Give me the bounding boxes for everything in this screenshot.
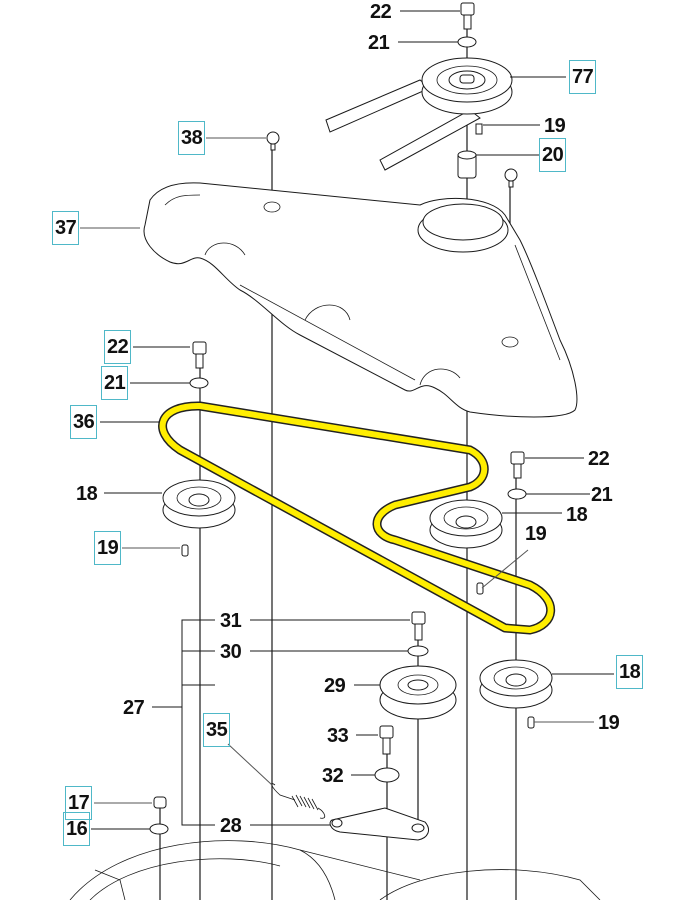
key-19-top — [475, 123, 483, 135]
screw-38-left — [266, 131, 280, 151]
callout-29: 29 — [324, 675, 346, 697]
key-19-right — [527, 716, 535, 729]
callout-20[interactable]: 20 — [539, 138, 567, 172]
callout-17[interactable]: 17 — [65, 786, 93, 820]
bolt-22-left — [192, 341, 207, 369]
callout-27: 27 — [123, 697, 145, 719]
belt-guard-37 — [143, 182, 578, 418]
idler-pulley-29 — [379, 665, 457, 720]
callout-37[interactable]: 37 — [52, 211, 80, 245]
pulley-18-right — [479, 659, 553, 709]
drive-pulley-77 — [421, 57, 513, 115]
pulley-18-center — [429, 499, 503, 549]
callout-36[interactable]: 36 — [70, 405, 98, 439]
callout-35[interactable]: 35 — [203, 713, 231, 747]
key-19-center — [476, 582, 484, 595]
callout-18-center: 18 — [566, 504, 588, 526]
mower-deck — [69, 840, 601, 900]
callout-19-top: 19 — [544, 115, 566, 137]
bolt-22-top — [460, 2, 475, 30]
spacer-20 — [457, 150, 477, 179]
screw-38-right — [504, 168, 518, 188]
washer-30 — [407, 645, 429, 657]
bolt-31 — [411, 611, 426, 641]
washer-21-top — [457, 36, 477, 48]
callout-28: 28 — [220, 815, 242, 837]
callout-19-right: 19 — [598, 712, 620, 734]
callout-32: 32 — [322, 765, 344, 787]
callout-31: 31 — [220, 610, 242, 632]
callout-38[interactable]: 38 — [178, 121, 206, 155]
v-belt-36 — [158, 401, 556, 635]
callout-33: 33 — [327, 725, 349, 747]
callout-77[interactable]: 77 — [569, 60, 597, 94]
callout-22-right: 22 — [588, 448, 610, 470]
bolt-33 — [379, 725, 394, 755]
drive-belt — [325, 79, 481, 171]
spring-35 — [270, 783, 326, 819]
washer-32 — [374, 767, 400, 783]
callout-19-center: 19 — [525, 523, 547, 545]
leader-lines — [80, 10, 614, 830]
callout-18-right[interactable]: 18 — [616, 655, 644, 689]
idler-arm-28 — [329, 807, 429, 841]
nut-17 — [153, 796, 167, 809]
callout-18-left: 18 — [76, 483, 98, 505]
callout-21-top: 21 — [368, 32, 390, 54]
callout-21-left[interactable]: 21 — [101, 366, 129, 400]
bolt-22-right — [510, 451, 525, 479]
callout-30: 30 — [220, 641, 242, 663]
callout-22-left[interactable]: 22 — [104, 330, 132, 364]
washer-16 — [149, 823, 169, 835]
callout-21-right: 21 — [591, 484, 613, 506]
callout-16[interactable]: 16 — [63, 812, 91, 846]
callout-19-left[interactable]: 19 — [94, 531, 122, 565]
washer-21-right — [507, 488, 527, 500]
callout-22-top: 22 — [370, 1, 392, 23]
washer-21-left — [189, 377, 209, 389]
key-19-left — [181, 544, 189, 557]
pulley-18-left — [162, 479, 236, 529]
